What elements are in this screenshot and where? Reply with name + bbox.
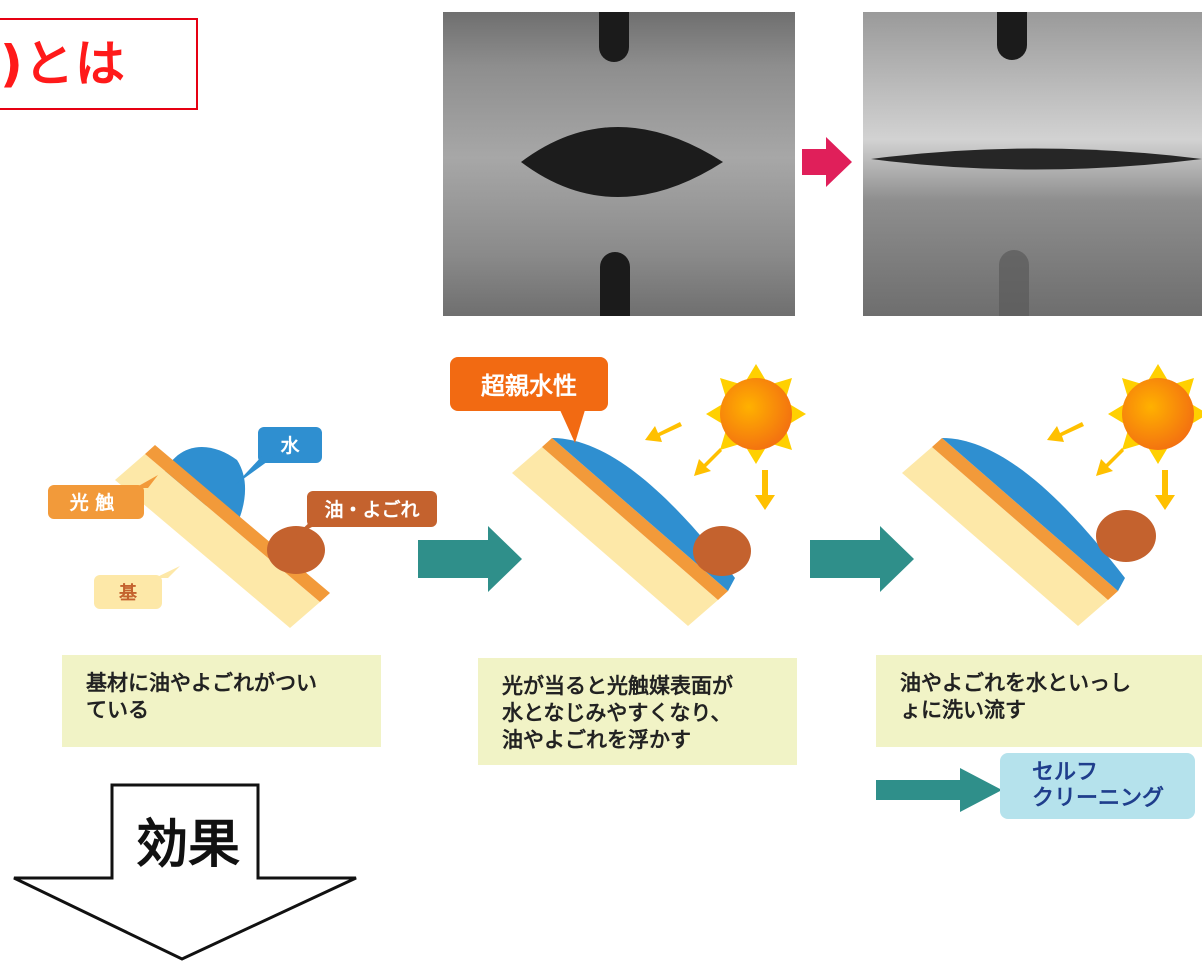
substrate — [902, 447, 1108, 626]
flattened-droplet — [871, 148, 1202, 170]
self-cleaning-line-1: セルフ — [1032, 760, 1099, 785]
superhydrophilic-label-box — [450, 357, 608, 411]
upper-needle — [997, 12, 1027, 60]
water-label-pointer — [235, 456, 275, 485]
superhydrophilic-label: 超親水性 — [481, 372, 577, 400]
photo-arrow — [802, 137, 852, 191]
superhydrophilic-label-pointer — [560, 410, 585, 443]
photo-before-drawing — [521, 12, 723, 316]
process-diagram: 水 光 触 油・よごれ 基 超親水性 — [48, 357, 1202, 628]
oil-dirt — [693, 526, 751, 576]
photo-after — [863, 12, 1202, 316]
photocatalyst-label-box — [48, 485, 144, 519]
oil-dirt-lifted — [1096, 510, 1156, 562]
page-title: )とは — [0, 35, 126, 93]
caption-step-2: 光が当ると光触媒表面が 水となじみやすくなり、 油やよごれを浮かす — [478, 658, 797, 765]
process-arrow-2 — [810, 526, 914, 592]
substrate — [115, 454, 320, 628]
photocatalyst-layer — [542, 438, 728, 600]
caption-text: 基材に油やよごれがつい ている — [86, 671, 317, 722]
substrate-label: 基 — [118, 582, 138, 604]
water-film — [552, 438, 735, 591]
caption-text: 油やよごれを水といっし ょに洗い流す — [900, 671, 1131, 722]
photocatalyst-layer — [932, 438, 1118, 600]
caption-step-1: 基材に油やよごれがつい ている — [62, 655, 381, 747]
lower-needle — [600, 252, 630, 316]
lower-needle — [999, 250, 1029, 316]
substrate-label-box — [94, 575, 162, 609]
water-label-box — [258, 427, 322, 463]
upper-needle — [599, 12, 629, 62]
caption-step-3: 油やよごれを水といっし ょに洗い流す — [876, 655, 1202, 747]
oil-label: 油・よごれ — [324, 498, 419, 521]
caption-text: 光が当ると光触媒表面が 水となじみやすくなり、 油やよごれを浮かす — [502, 674, 733, 752]
water-droplet — [521, 127, 723, 197]
light-rays — [645, 422, 775, 510]
photo-before — [443, 12, 795, 316]
stage-3 — [902, 364, 1202, 626]
stage-2: 超親水性 — [450, 357, 806, 626]
title-frame — [0, 18, 198, 110]
substrate — [512, 447, 718, 626]
process-arrow-1 — [418, 526, 522, 592]
self-cleaning-arrow — [876, 768, 1002, 812]
effect-label: 効果 — [135, 815, 240, 875]
water-label: 水 — [280, 435, 300, 457]
oil-label-pointer — [296, 520, 326, 535]
light-rays — [1047, 422, 1175, 510]
photocatalyst-label: 光 触 — [69, 491, 115, 514]
oil-label-box — [307, 491, 437, 527]
stage-1: 水 光 触 油・よごれ 基 — [48, 427, 437, 628]
photocatalyst-label-pointer — [135, 475, 158, 488]
water-film — [942, 438, 1125, 591]
oil-dirt — [267, 526, 325, 574]
self-cleaning-line-2: クリーニング — [1032, 786, 1165, 811]
sun-icon — [1108, 364, 1202, 464]
effect-down-arrow — [10, 783, 360, 967]
sun-icon — [706, 364, 806, 464]
substrate-label-pointer — [155, 566, 180, 578]
self-cleaning-label: セルフ クリーニング — [1000, 753, 1195, 819]
photo-after-drawing — [871, 12, 1202, 316]
